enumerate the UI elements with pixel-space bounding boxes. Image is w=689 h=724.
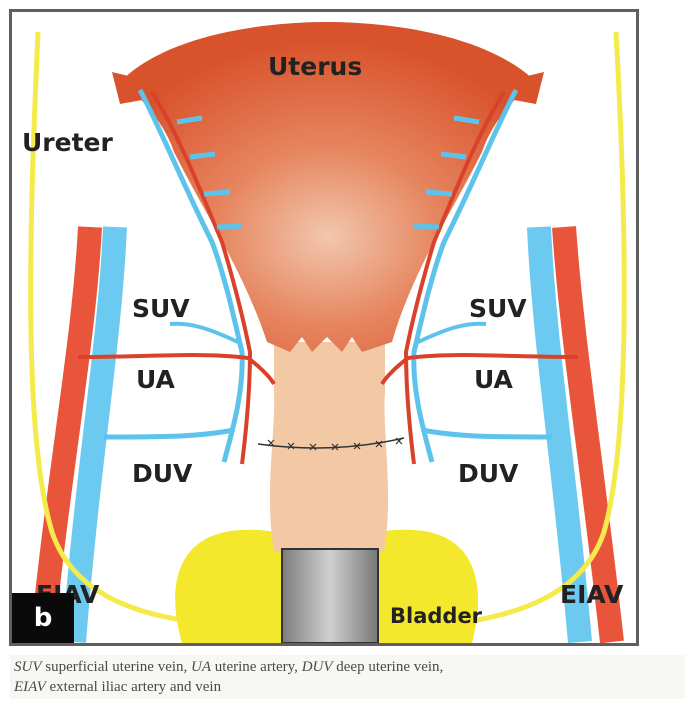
label-ua-left: UA [136, 365, 175, 394]
anatomy-diagram [12, 12, 636, 643]
label-suv-left: SUV [132, 294, 190, 323]
label-ureter: Ureter [22, 128, 113, 157]
vaginal-instrument [282, 549, 378, 643]
label-uterus: Uterus [268, 52, 362, 81]
panel-letter: b [12, 593, 74, 643]
caption-text-eiav: external iliac artery and vein [46, 679, 221, 695]
anatomy-figure: Uterus Ureter SUV SUV UA UA DUV DUV EIAV… [9, 9, 639, 646]
caption-abbr-duv: DUV [302, 659, 333, 675]
label-duv-right: DUV [458, 459, 518, 488]
caption-text-duv: deep uterine vein, [333, 659, 444, 675]
caption-abbr-ua: UA [191, 659, 211, 675]
caption-text-suv: superficial uterine vein, [42, 659, 192, 675]
duv-right-vessel [422, 430, 552, 437]
suv-left-vessel [170, 324, 238, 342]
caption-text-ua: uterine artery, [211, 659, 302, 675]
label-duv-left: DUV [132, 459, 192, 488]
caption-abbr-suv: SUV [14, 659, 42, 675]
label-ua-right: UA [474, 365, 513, 394]
caption-abbr-eiav: EIAV [14, 679, 46, 695]
label-bladder: Bladder [390, 604, 482, 628]
label-suv-right: SUV [469, 294, 527, 323]
suv-right-vessel [418, 324, 486, 342]
label-eiav-right: EIAV [560, 580, 623, 609]
figure-caption: SUV superficial uterine vein, UA uterine… [10, 655, 685, 699]
duv-left-vessel [104, 430, 234, 437]
